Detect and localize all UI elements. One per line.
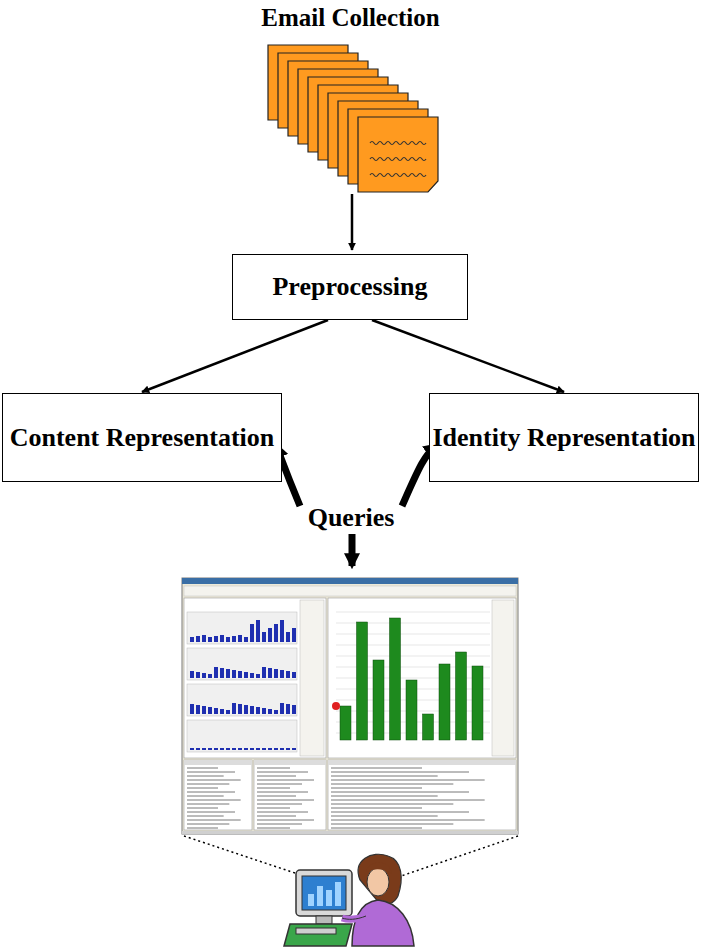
email-sheet — [358, 117, 438, 192]
query-label: Queries — [308, 503, 395, 533]
box-label: Content Representation — [10, 423, 275, 453]
process-box: Content Representation — [2, 393, 282, 482]
box-label: Identity Representation — [432, 423, 695, 453]
flow-arrow — [142, 320, 328, 392]
flow-arrow — [372, 320, 564, 392]
application-screenshot — [182, 578, 518, 834]
email-stack — [268, 45, 438, 192]
query-arrow — [349, 534, 356, 566]
process-box: Preprocessing — [232, 254, 468, 320]
process-box: Identity Representation — [429, 393, 699, 482]
flow-arrow — [351, 194, 354, 250]
user-icon — [284, 854, 414, 946]
diagram-title: Email Collection — [0, 4, 701, 32]
box-label: Preprocessing — [272, 272, 427, 302]
